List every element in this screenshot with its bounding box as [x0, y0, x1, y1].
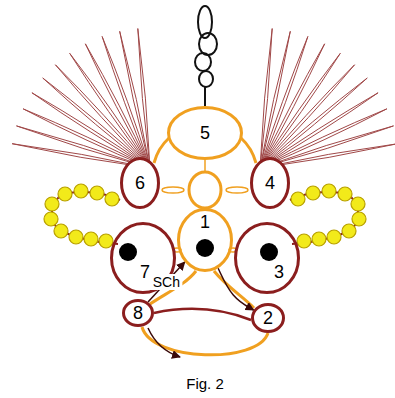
picot-loop: [260, 109, 387, 168]
bead-dot: [119, 243, 137, 261]
ring: [124, 301, 153, 326]
picot-loop: [260, 78, 367, 168]
bead: [90, 186, 104, 200]
ring-number: 7: [140, 263, 150, 281]
orange-chain: [142, 138, 268, 355]
bead: [342, 224, 356, 238]
ring-number: 5: [200, 124, 210, 142]
bead-dot: [260, 243, 278, 261]
bead: [338, 187, 352, 201]
tatting-ring: 6: [120, 157, 160, 209]
picot-loop: [260, 36, 308, 168]
picot-loop: [260, 93, 378, 168]
tatting-ring: 5: [167, 106, 243, 160]
ring-number: 1: [200, 213, 210, 231]
work-direction-arrow: [218, 268, 253, 310]
picot-fan: [12, 29, 395, 168]
ring-outline: [234, 222, 300, 294]
bead: [44, 212, 58, 226]
bead: [322, 184, 336, 198]
picot-loop: [23, 109, 150, 168]
tatting-ring: 8: [122, 299, 154, 327]
ring: [169, 108, 242, 159]
bead: [291, 192, 305, 206]
bead: [105, 192, 119, 206]
ring-number: 3: [274, 263, 284, 281]
bead: [297, 234, 311, 248]
bead: [45, 197, 59, 211]
direction-arrow: [148, 328, 180, 357]
work-direction-arrow: [148, 262, 185, 302]
tatting-ring: 1: [177, 208, 233, 272]
figure-caption: Fig. 2: [186, 376, 224, 391]
ring: [122, 159, 159, 208]
ring-number: 4: [265, 174, 275, 192]
bead: [84, 232, 98, 246]
tatting-ring: 2: [251, 303, 285, 333]
bead: [352, 212, 366, 226]
ring-number: 2: [263, 309, 273, 327]
bead: [327, 230, 341, 244]
bead: [69, 230, 83, 244]
ring: [252, 159, 289, 208]
bead: [99, 234, 113, 248]
ring-number: 8: [133, 304, 143, 322]
picot-loop: [32, 93, 150, 168]
ring: [179, 210, 232, 271]
bead: [74, 184, 88, 198]
bead: [312, 232, 326, 246]
picot-loop: [43, 78, 150, 168]
bead: [306, 186, 320, 200]
tatting-ring: 4: [250, 157, 290, 209]
bead: [58, 187, 72, 201]
bead: [351, 197, 365, 211]
dark-chain: [154, 309, 251, 320]
top-thread: [195, 6, 217, 107]
ring-number: 6: [135, 174, 145, 192]
bead: [54, 224, 68, 238]
ring: [236, 224, 299, 293]
bead-dot: [196, 239, 214, 257]
ring: [253, 305, 284, 332]
chain-label: SCh: [151, 274, 182, 290]
tatting-ring: 3: [234, 222, 300, 294]
picot-loop: [102, 36, 150, 168]
